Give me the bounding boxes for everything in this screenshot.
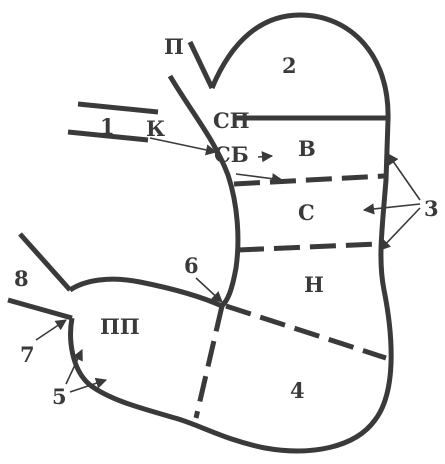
line-pp-4 [196, 306, 222, 418]
arrow-sb-line [236, 174, 282, 180]
arrow-7 [36, 320, 66, 340]
arrow-3-top [388, 154, 420, 200]
arrow-sb [258, 156, 272, 157]
label-6: 6 [184, 253, 199, 278]
arrow-3-mid [364, 204, 420, 210]
arrow-3-bottom [380, 208, 420, 250]
label-k: К [146, 116, 165, 141]
label-1: 1 [100, 114, 115, 139]
line-n-4 [226, 306, 386, 358]
label-s: С [298, 200, 315, 225]
label-7: 7 [20, 342, 35, 367]
label-1-bar-top [78, 104, 158, 112]
label-v: В [298, 136, 316, 161]
label-n: Н [304, 272, 324, 297]
esophagus-outer [190, 42, 212, 88]
duodenum-lower [8, 300, 72, 318]
label-2: 2 [282, 53, 297, 78]
antrum-upper [70, 279, 222, 306]
label-sp: СП [213, 108, 250, 133]
label-pp: ПП [100, 314, 140, 339]
label-8: 8 [14, 266, 29, 291]
line-s-n [238, 244, 378, 250]
label-sb: СБ [214, 142, 249, 167]
label-p: П [164, 34, 184, 59]
label-3: 3 [424, 196, 439, 221]
label-5: 5 [52, 384, 67, 409]
outline-main [71, 15, 392, 451]
label-4: 4 [290, 378, 305, 403]
